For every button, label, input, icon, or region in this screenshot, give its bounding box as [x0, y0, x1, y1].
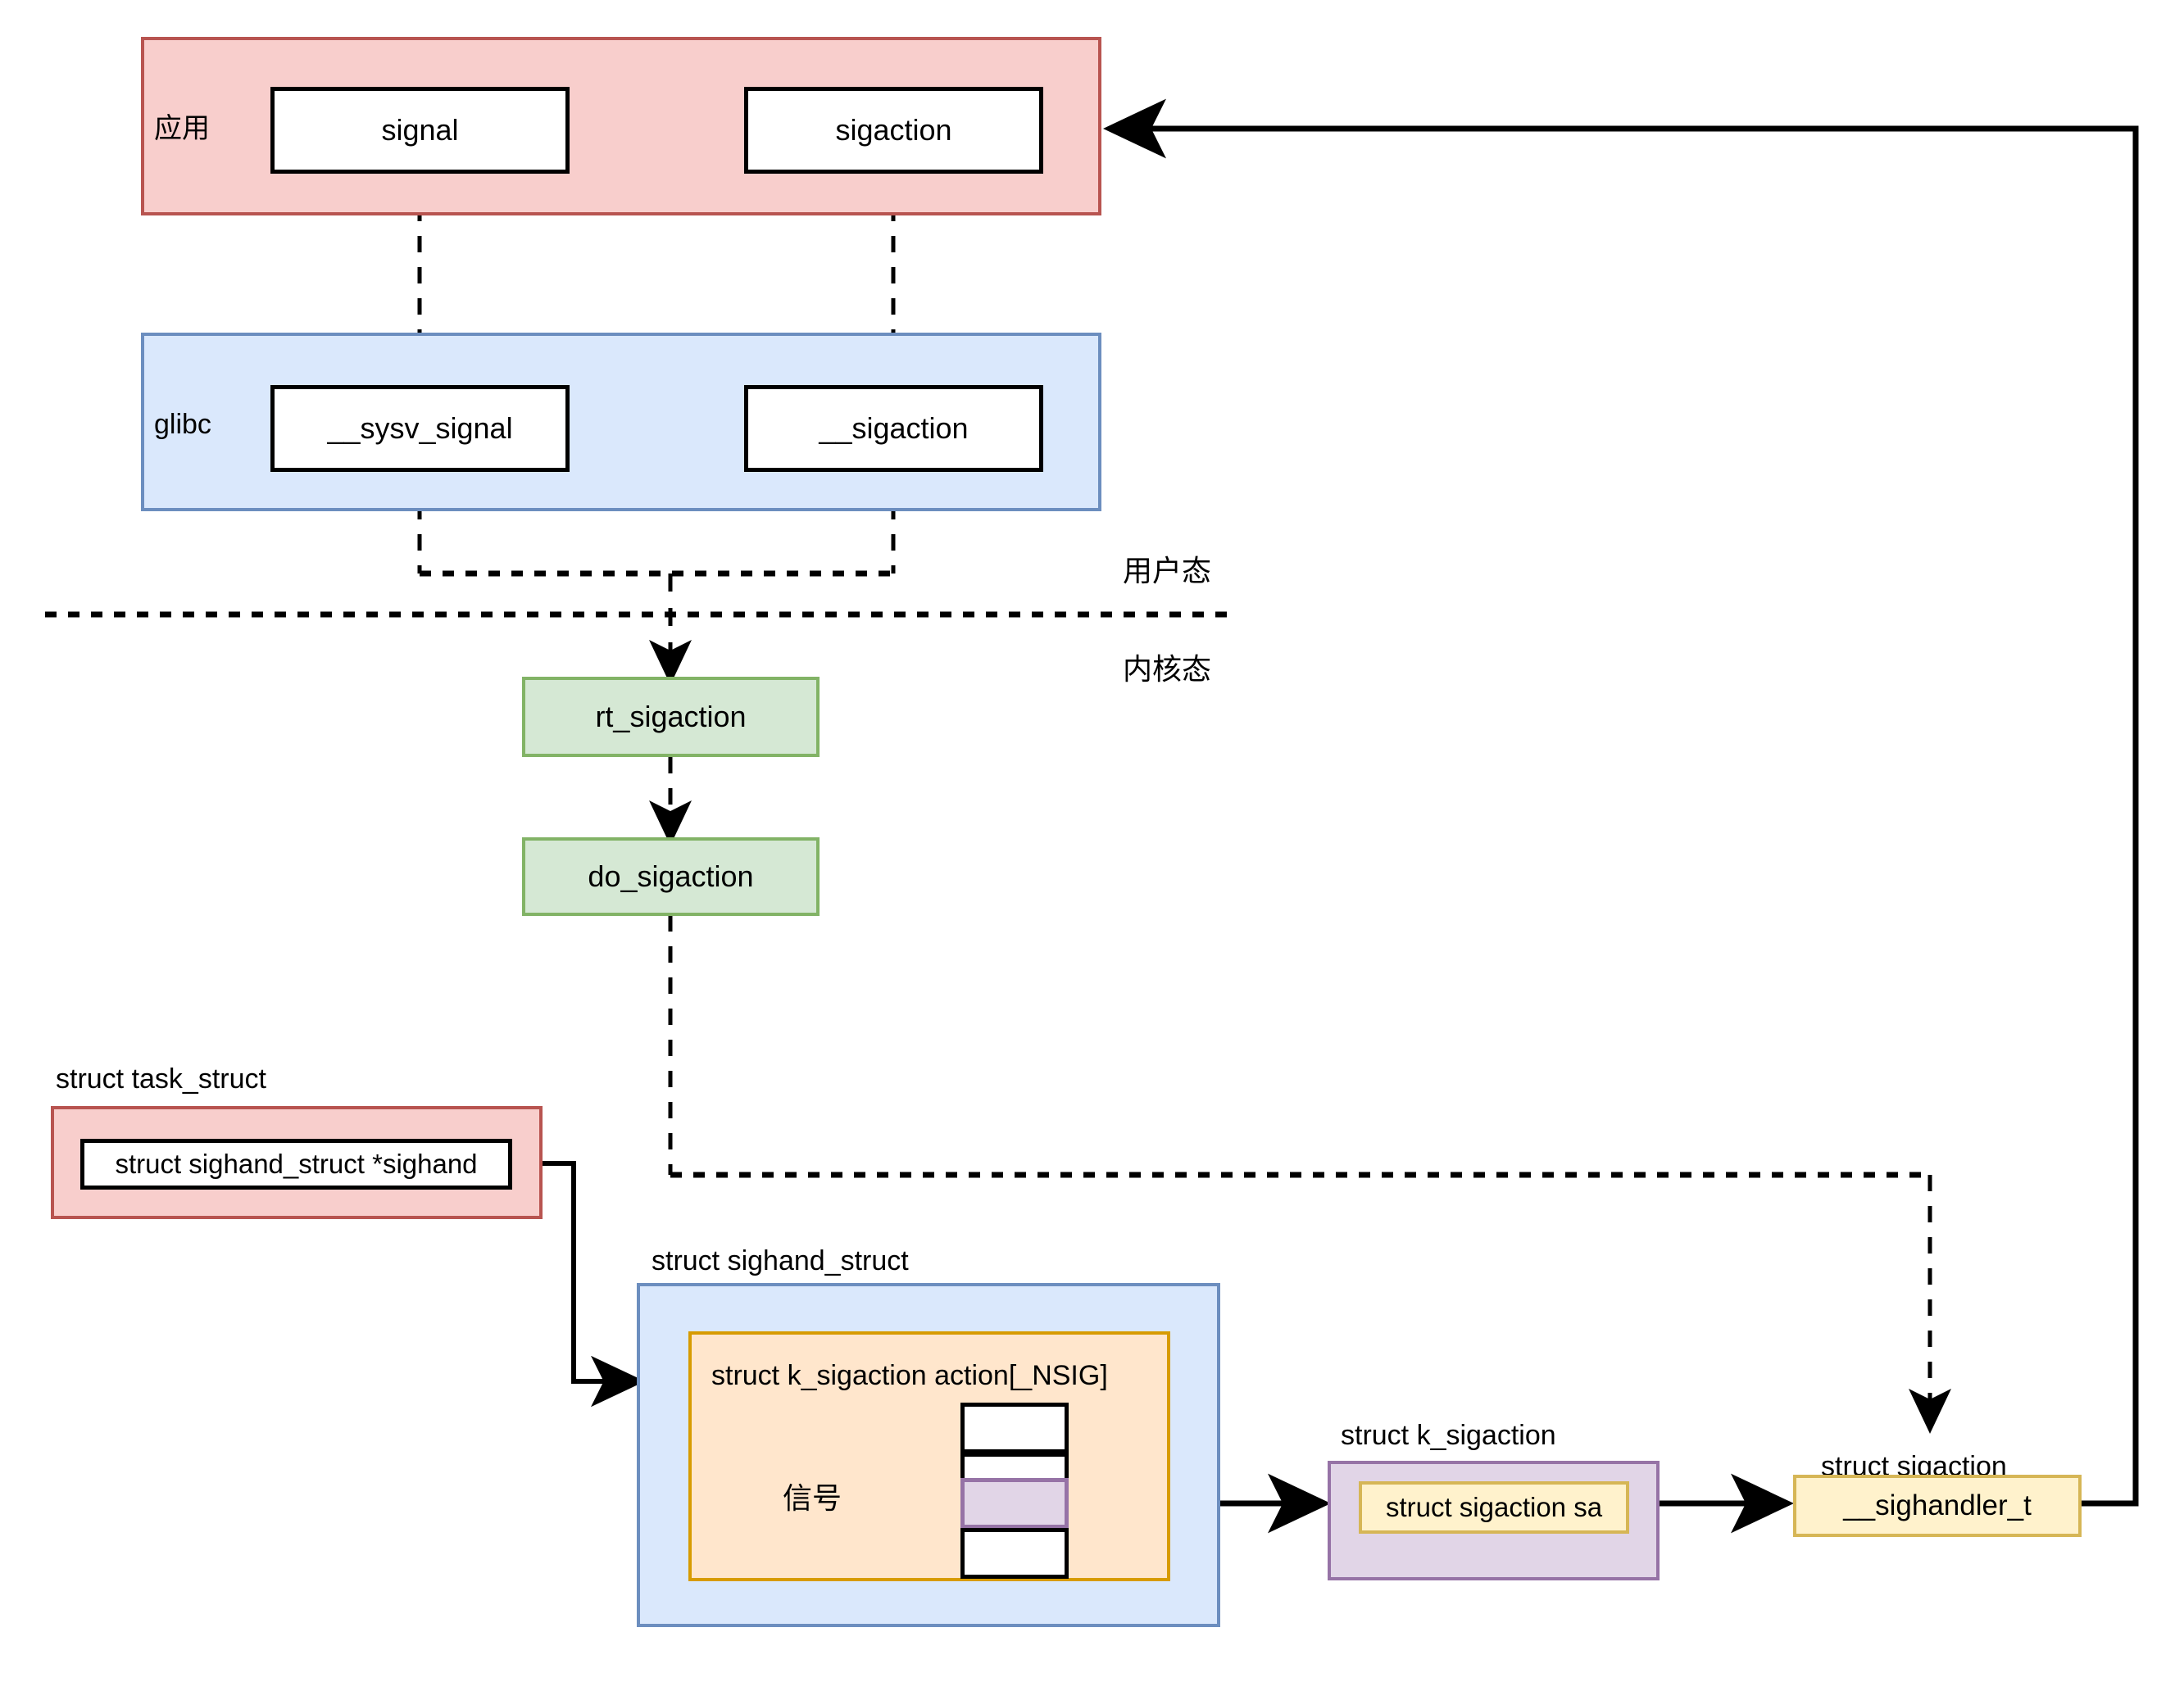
- field-k-sigaction-action-array: [688, 1331, 1170, 1581]
- node-sigaction[interactable]: sigaction: [744, 87, 1043, 174]
- node-rt-sigaction[interactable]: rt_sigaction: [522, 677, 820, 757]
- node-signal[interactable]: signal: [270, 87, 570, 174]
- task-struct-caption: struct task_struct: [56, 1063, 266, 1095]
- k-sigaction-action-label: struct k_sigaction action[_NSIG]: [711, 1360, 1108, 1391]
- action-cell-2-selected[interactable]: [960, 1478, 1069, 1529]
- layer-glibc-label: glibc: [154, 409, 211, 440]
- node-sysv-signal[interactable]: __sysv_signal: [270, 385, 570, 472]
- field-sighand-pointer[interactable]: struct sighand_struct *sighand: [80, 1139, 512, 1190]
- field-sighandler-t[interactable]: __sighandler_t: [1793, 1475, 2082, 1537]
- node-__sigaction[interactable]: __sigaction: [744, 385, 1043, 472]
- sighand-struct-caption: struct sighand_struct: [652, 1245, 909, 1276]
- kernel-mode-label: 内核态: [1123, 653, 1212, 687]
- action-cell-3[interactable]: [960, 1528, 1069, 1579]
- layer-app-label: 应用: [154, 112, 210, 145]
- node-do-sigaction[interactable]: do_sigaction: [522, 837, 820, 916]
- signal-input-label: 信号: [783, 1482, 842, 1516]
- edge-sighandler-return-to-app: [1103, 98, 2139, 1507]
- k-sigaction-caption: struct k_sigaction: [1341, 1420, 1556, 1451]
- user-mode-label: 用户态: [1123, 555, 1212, 588]
- action-cell-0[interactable]: [960, 1403, 1069, 1453]
- field-sigaction-sa[interactable]: struct sigaction sa: [1359, 1481, 1629, 1534]
